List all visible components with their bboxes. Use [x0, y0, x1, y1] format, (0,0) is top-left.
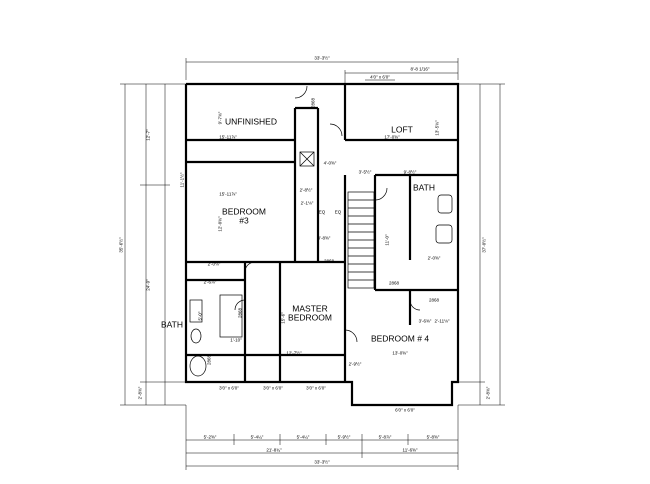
dim-master-width: 12'-7½" [286, 350, 302, 356]
dim-right-total: 37'-0½" [481, 237, 487, 253]
dim-unfinished-height: 9'-7⅝" [217, 111, 223, 125]
dim-bed3-height: 12'-0⅝" [217, 216, 223, 232]
tag-2868-c: 2868 [388, 280, 400, 286]
dim-closet-right: 3'-6⅜" [418, 318, 432, 324]
dim-bottom-5: 5'-8⅞" [378, 434, 392, 440]
window-tag-2: 3'0" x 6'0" [263, 385, 283, 391]
dim-bottom-total: 33'-3½" [314, 459, 330, 465]
dim-bath-left-height: 5'-0" [197, 311, 203, 321]
room-label-bedroom4: BEDROOM # 4 [370, 333, 430, 344]
dim-bath-left-small: 1'-10" [230, 337, 242, 343]
dim-unfinished-width: 15'-11⅞" [219, 134, 237, 140]
tag-2868-b: 2868 [323, 258, 335, 264]
dim-loft-low-b: 9'-8½" [403, 169, 417, 175]
dim-loft-low-a: 3'-5½" [358, 169, 372, 175]
room-label-bedroom3-line2: #3 [239, 215, 249, 226]
dim-closet-right-2: 2'-11⅛" [434, 318, 450, 324]
exterior-walls [184, 82, 460, 407]
tag-2868-a: 2868 [310, 97, 316, 109]
dim-closet: 4'-0⅝" [323, 160, 337, 166]
room-label-master-line1: MASTER [292, 303, 328, 314]
dim-bath-top: 2'-0⅝" [427, 255, 441, 261]
dim-small-b: 2'-1⅛" [300, 200, 314, 206]
dim-bath-left-top: 2'-0⅛" [207, 261, 221, 267]
top-dimension-lines [185, 58, 459, 84]
dim-bed4-small: 2'-9½" [348, 361, 362, 367]
dim-small-a: 2'-8½" [299, 187, 313, 193]
dim-loft-height: 13'-5⅝" [434, 120, 440, 136]
dim-bottom-right-span: 11'-6⅝" [402, 447, 418, 453]
dim-small-c: 2'-6⅞" [203, 279, 217, 285]
tag-2868-e: 2868 [237, 307, 243, 319]
dim-bed4-width: 13'-0⅝" [392, 350, 408, 356]
bottom-dimension-lines [185, 405, 459, 470]
stairs [347, 191, 375, 289]
room-label-unfinished: UNFINISHED [225, 116, 277, 127]
dim-bottom-2: 5'-4¼" [250, 434, 264, 440]
dim-bottom-4: 5'-9½" [337, 434, 351, 440]
right-dimension-lines [458, 83, 505, 406]
tag-2868-f: 2868 [206, 354, 212, 366]
dim-master-height: 15'-6" [280, 312, 286, 324]
windows [218, 83, 425, 406]
dim-left-total: 35'-6½" [118, 237, 124, 253]
interior-walls [186, 84, 458, 382]
bath-fixtures [189, 151, 453, 377]
dim-bottom-6: 5'-8⅝" [426, 434, 440, 440]
room-label-bedroom3-line1: BEDROOM [222, 206, 266, 217]
room-label-bath-right: BATH [412, 182, 436, 193]
tag-2868-d: 2868 [428, 297, 440, 303]
door-swings [234, 85, 421, 343]
dim-left-a: 12'-7" [145, 129, 151, 141]
window-tag-3: 3'0" x 6'0" [306, 385, 326, 391]
dim-bottom-1: 5'-2⅝" [203, 434, 217, 440]
eq-marker-1: EQ [318, 209, 326, 215]
room-label-loft: LOFT [391, 124, 413, 135]
dim-bath-right-height: 11'-0" [384, 234, 390, 246]
window-tag-4: 6'0" x 6'0" [395, 407, 415, 413]
dim-right-b: 2'-8⅜" [485, 386, 491, 400]
eq-marker-2: EQ [334, 209, 342, 215]
left-dimension-lines [120, 83, 186, 406]
dim-stair-a: 3'-8⅝" [317, 235, 331, 241]
dim-top-window: 4'0" x 6'0" [370, 74, 390, 80]
dim-bed3-width: 15'-11⅞" [219, 191, 237, 197]
dim-left-b: 11'-1½" [179, 172, 185, 188]
dim-loft-width: 17'-0⅝" [384, 134, 400, 140]
dim-top-right-seg: 8'-8 1/16" [410, 66, 430, 72]
room-label-master-line2: BEDROOM [288, 312, 332, 323]
dim-bottom-left-span: 21'-8¾" [266, 447, 282, 453]
window-tag-1: 3'0" x 6'0" [219, 385, 239, 391]
room-label-bath-left: BATH [160, 319, 184, 330]
dim-top-overall: 33'-3½" [314, 55, 330, 61]
dim-bottom-3: 5'-4¼" [296, 434, 310, 440]
dim-left-c: 24'-9" [145, 279, 151, 291]
dim-left-d: 2'-8⅜" [137, 386, 143, 400]
